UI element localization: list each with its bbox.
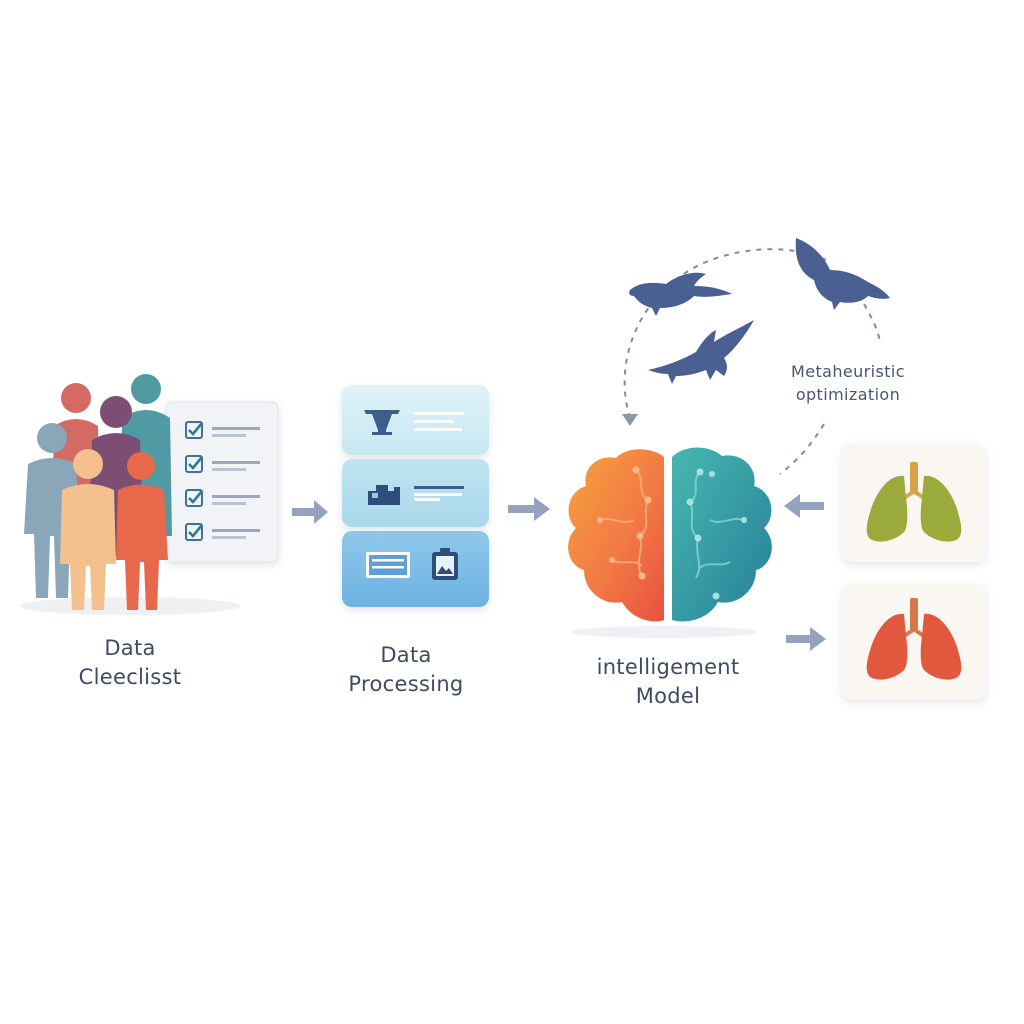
lungs-card-healthy xyxy=(842,444,986,562)
checkbox-row xyxy=(185,489,260,507)
bird-icon xyxy=(795,238,890,310)
model-label-line2: Model xyxy=(635,684,701,708)
people-group-icon xyxy=(24,374,172,610)
checklist-icon xyxy=(165,401,279,563)
cycle-arrowhead xyxy=(622,414,638,426)
processing-label-line1: Data xyxy=(380,643,432,667)
brain-shadow xyxy=(572,626,756,638)
model-label-line1: intelligement xyxy=(596,655,740,679)
checkbox-row xyxy=(185,523,260,541)
processing-panel-image xyxy=(342,531,489,607)
collection-stage xyxy=(20,374,279,615)
person-icon xyxy=(60,449,116,610)
optimization-label-line2: optimization xyxy=(795,385,901,404)
input-arrow xyxy=(784,494,824,518)
optimization-cycle xyxy=(622,238,890,475)
brain-right-hemisphere xyxy=(672,447,772,622)
model-label: intelligement Model xyxy=(558,653,778,711)
cycle-path xyxy=(623,248,831,419)
bird-icon xyxy=(629,272,732,316)
bird-icon xyxy=(648,320,754,384)
person-icon xyxy=(116,452,168,610)
flow-arrow xyxy=(292,500,328,524)
checkbox-row xyxy=(185,455,260,473)
collection-label: Data Cleeclisst xyxy=(40,634,220,692)
output-arrow xyxy=(786,627,826,651)
brain-left-hemisphere xyxy=(568,449,664,622)
processing-label: Data Processing xyxy=(316,641,496,699)
machine-icon xyxy=(368,485,464,505)
checkbox-row xyxy=(185,421,260,439)
processing-label-line2: Processing xyxy=(348,672,464,696)
optimization-label-line1: Metaheuristic xyxy=(791,362,905,381)
processing-stage xyxy=(342,385,489,607)
collection-label-line1: Data xyxy=(104,636,156,660)
image-icon xyxy=(366,548,458,580)
cycle-path xyxy=(863,303,881,343)
lungs-icon xyxy=(866,462,962,542)
optimization-label: Metaheuristic optimization xyxy=(770,360,926,406)
collection-label-line2: Cleeclisst xyxy=(78,665,182,689)
cycle-path xyxy=(779,423,825,475)
flow-arrow xyxy=(508,497,550,521)
brain-icon xyxy=(568,447,772,622)
lungs-icon xyxy=(866,598,962,680)
funnel-icon xyxy=(364,410,464,435)
